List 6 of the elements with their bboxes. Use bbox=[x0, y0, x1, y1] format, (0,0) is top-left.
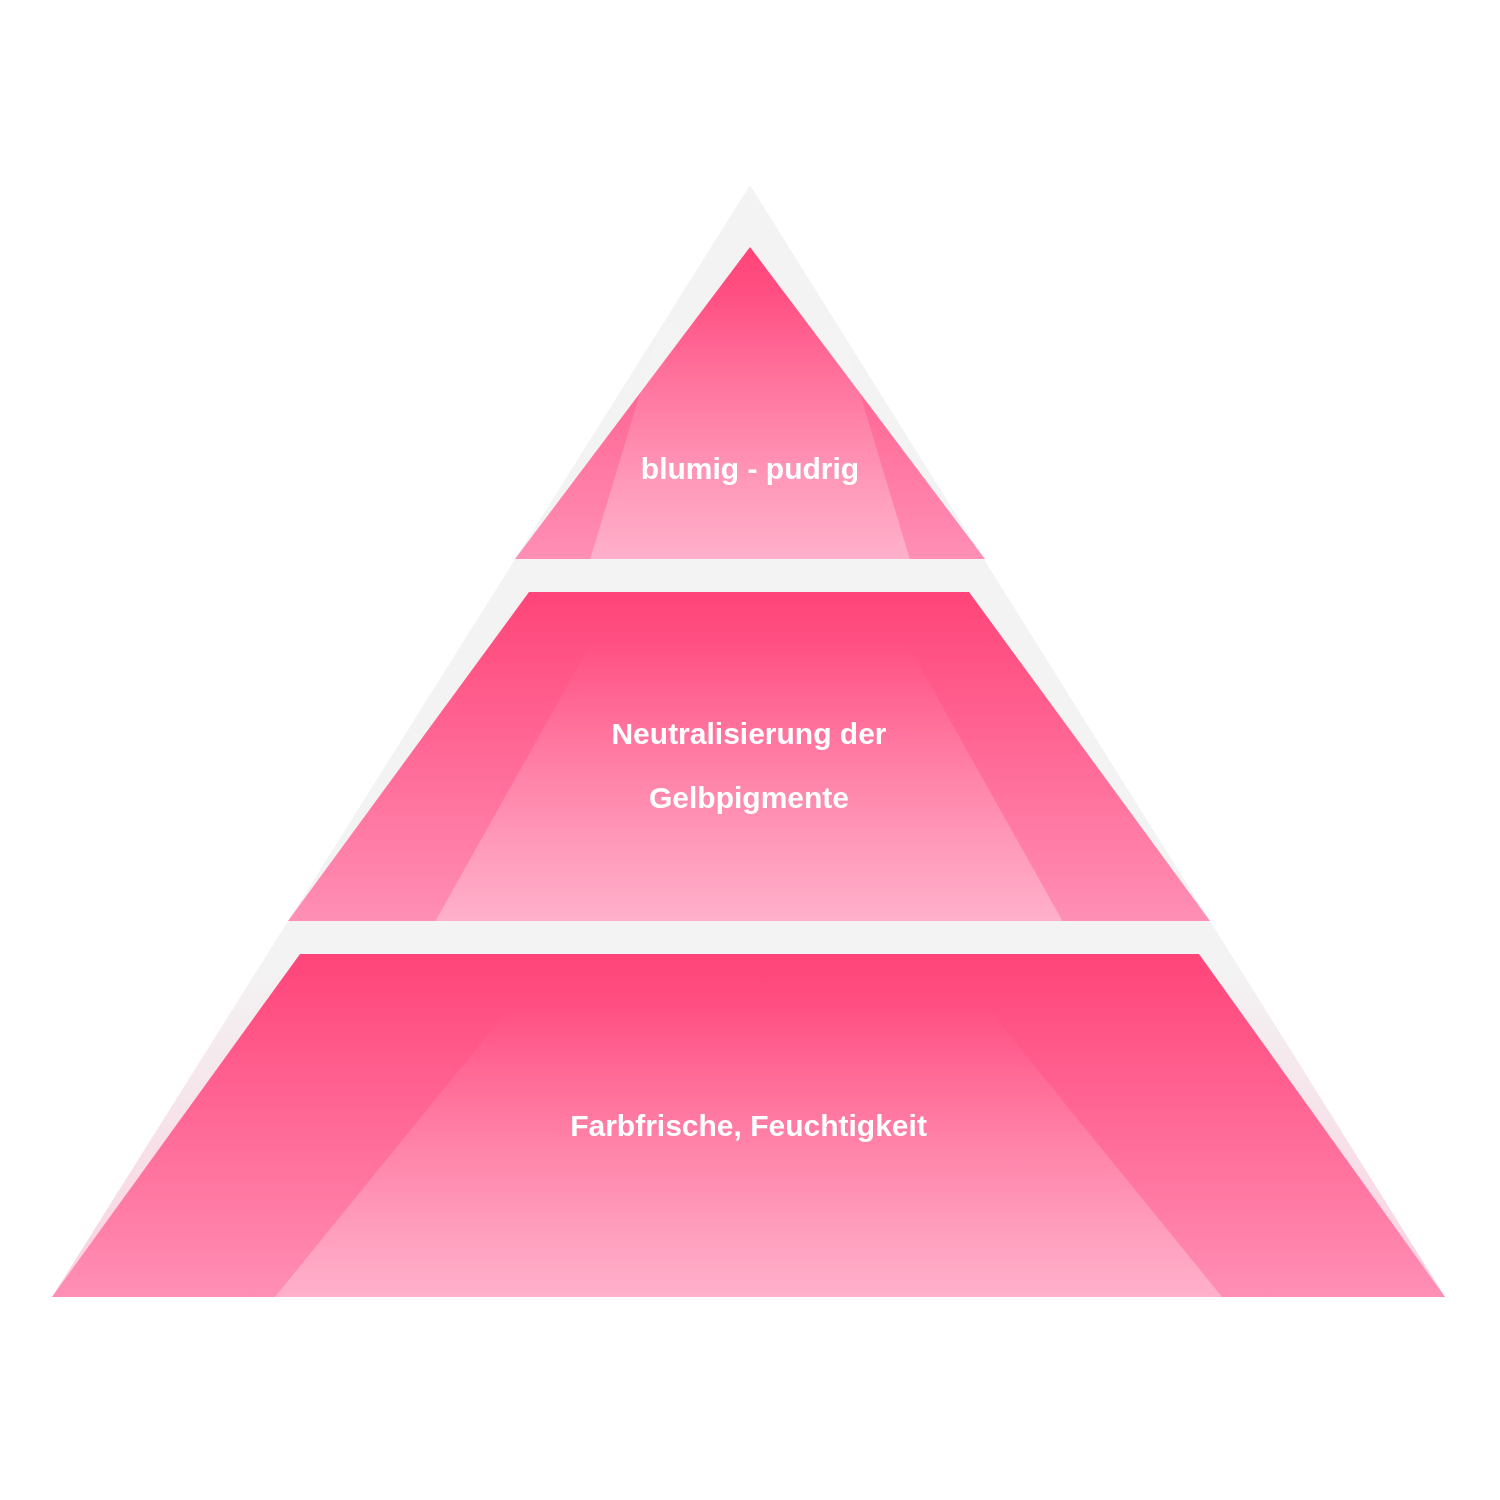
pyramid-tier bbox=[288, 592, 1210, 921]
pyramid-tier bbox=[52, 954, 1445, 1297]
tier-label: Farbfrische, Feuchtigkeit bbox=[569, 1108, 928, 1144]
pyramid-tier bbox=[515, 247, 985, 559]
tier-label: Neutralisierung der Gelbpigmente bbox=[610, 716, 888, 816]
tier-label: blumig - pudrig bbox=[639, 451, 861, 487]
